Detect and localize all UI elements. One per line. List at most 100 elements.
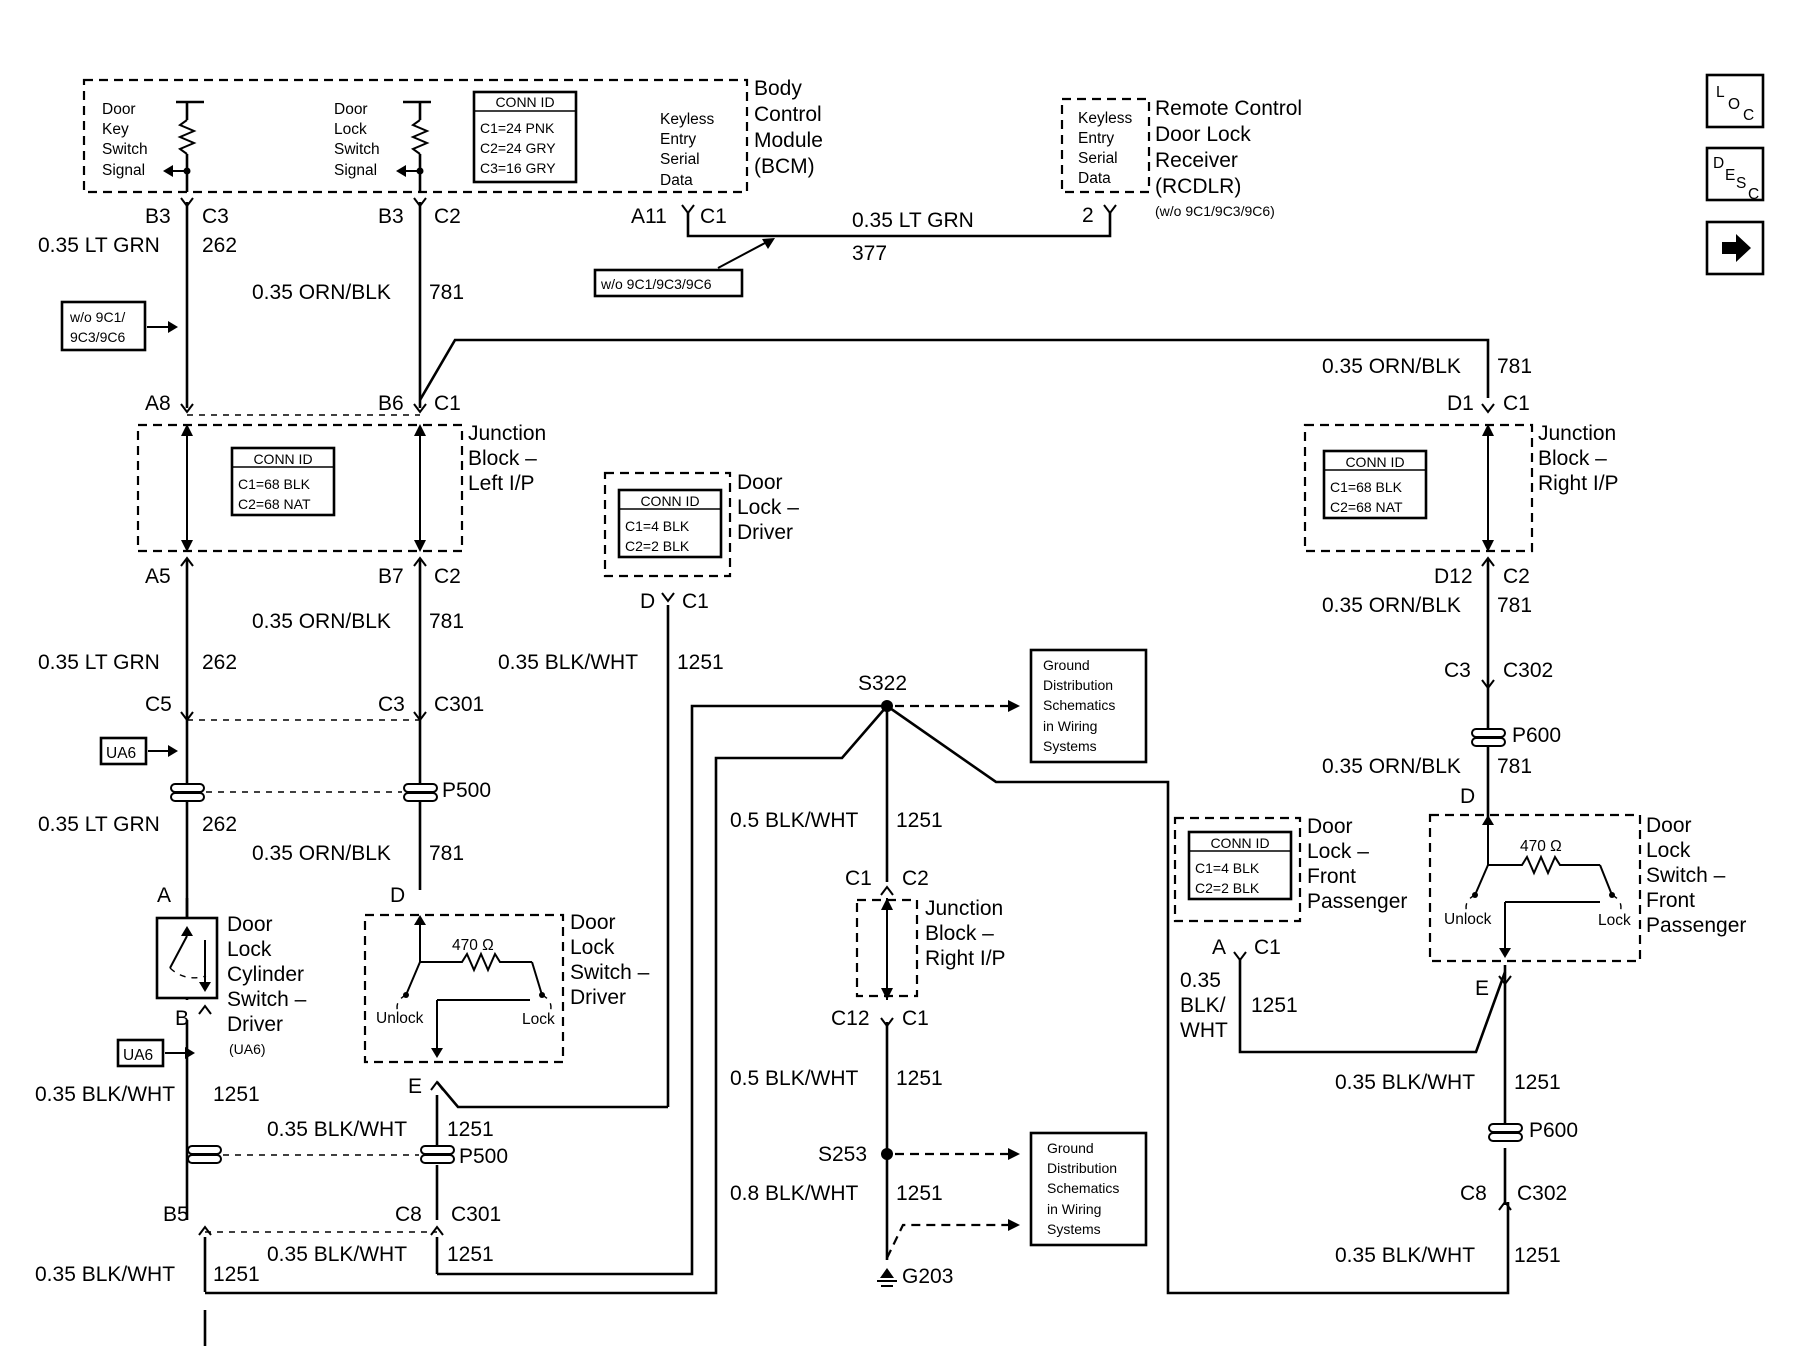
ua6-text-upper: UA6 [106, 745, 136, 762]
bcm-title-2: Control [754, 103, 822, 126]
junction-block-right-ip [1303, 423, 1534, 553]
loc-button[interactable]: LOC [1705, 73, 1765, 129]
cyl-title-3: Cylinder [227, 963, 304, 986]
wire-label: 1251 [213, 1263, 260, 1286]
wire-label: A5 [145, 565, 171, 588]
gnd1-4: in Wiring [1043, 718, 1097, 734]
door-lock-switch-driver [363, 913, 565, 1064]
dlfp-title-1: Door [1307, 815, 1353, 838]
wo-9c1-inline-text: w/o 9C1/9C3/9C6 [600, 276, 712, 292]
jbr-title-3: Right I/P [1538, 472, 1619, 495]
wire-label: 781 [429, 842, 464, 865]
wire-label: C1 [845, 867, 872, 890]
wire-label: 1251 [677, 651, 724, 674]
door-lock-front-passenger [1173, 816, 1302, 923]
wire-label: 0.35 [1180, 969, 1221, 992]
next-arrow-button[interactable] [1705, 220, 1765, 276]
wire-label: 1251 [447, 1118, 494, 1141]
wire-label: 0.35 BLK/WHT [267, 1243, 407, 1266]
svg-text:D: D [1713, 155, 1724, 172]
ua6-text-lower: UA6 [123, 1047, 153, 1064]
swp-unlock: Unlock [1444, 911, 1492, 928]
swp-ohm: 470 Ω [1520, 838, 1562, 855]
svg-text:E: E [1725, 167, 1735, 184]
s253-label: S253 [818, 1143, 867, 1166]
rcdlr-keyless-4: Data [1078, 170, 1111, 187]
door-lock-switch-label-2: Lock [334, 121, 367, 138]
p600-lower [1488, 1123, 1523, 1142]
rcdlr-title-1: Remote Control [1155, 97, 1302, 120]
ua6-box-lower [116, 1038, 195, 1068]
swp-title-5: Passenger [1646, 914, 1746, 937]
dlfp-conn-title: CONN ID [1210, 835, 1269, 851]
wire-label: B3 [378, 205, 404, 228]
wire-label: C1 [434, 392, 461, 415]
gnd2-3: Schematics [1047, 1180, 1119, 1196]
wire-label: 262 [202, 813, 237, 836]
rcdlr-keyless-2: Entry [1078, 130, 1114, 147]
wire-label: C3 [1444, 659, 1471, 682]
door-lock-switch-resistor [396, 100, 431, 192]
wire-label: 781 [429, 281, 464, 304]
door-lock-switch-label-3: Switch [334, 141, 380, 158]
bcm-module [82, 78, 749, 194]
wire-label: 781 [429, 610, 464, 633]
wire-label: 0.35 BLK/WHT [1335, 1244, 1475, 1267]
cyl-note: (UA6) [229, 1041, 266, 1057]
svg-text:O: O [1728, 96, 1740, 113]
wire-label: C5 [145, 693, 172, 716]
wire-label: 0.35 ORN/BLK [252, 842, 391, 865]
wire-label: 1251 [1251, 994, 1298, 1017]
wire-label: 781 [1497, 355, 1532, 378]
dlfp-title-3: Front [1307, 865, 1356, 888]
rcdlr-note: (w/o 9C1/9C3/9C6) [1155, 203, 1275, 219]
wire-label: B7 [378, 565, 404, 588]
wire-label: C302 [1503, 659, 1553, 682]
wire-label: 0.35 BLK/WHT [35, 1263, 175, 1286]
wire-label: C3 [202, 205, 229, 228]
swp-title-2: Lock [1646, 839, 1691, 862]
g203-ground-icon [877, 1268, 897, 1287]
wire-label: C3 [378, 693, 405, 716]
jbl-conn-c2: C2=68 NAT [238, 496, 311, 512]
wire-label: 0.35 ORN/BLK [1322, 355, 1461, 378]
wire-label: D [1460, 785, 1475, 808]
bcm-keyless-4: Data [660, 172, 693, 189]
s322-splice [881, 700, 893, 712]
p600-upper [1471, 728, 1506, 747]
cyl-title-2: Lock [227, 938, 272, 961]
jbr-title-2: Block – [1538, 447, 1607, 470]
dlfp-conn-c2: C2=2 BLK [1195, 880, 1260, 896]
dld-title-1: Door [737, 471, 783, 494]
dld-conn-c1: C1=4 BLK [625, 518, 690, 534]
wo-9c1-inline-box [593, 238, 775, 298]
swp-title-1: Door [1646, 814, 1692, 837]
wire-label: C2 [902, 867, 929, 890]
rcdlr-title-4: (RCDLR) [1155, 175, 1241, 198]
wire-label: 0.35 BLK/WHT [498, 651, 638, 674]
wire-label: C301 [434, 693, 484, 716]
wire-label: C1 [700, 205, 727, 228]
g203-label: G203 [902, 1265, 953, 1288]
wire-label: 0.5 BLK/WHT [730, 1067, 859, 1090]
svg-text:L: L [1716, 84, 1725, 101]
door-key-switch-label-2: Key [102, 121, 129, 138]
p600-upper-label: P600 [1512, 724, 1561, 747]
jbl-title-2: Block – [468, 447, 537, 470]
wire-label: D [640, 590, 655, 613]
rcdlr-pin: 2 [1082, 204, 1094, 227]
door-key-switch-label-3: Switch [102, 141, 148, 158]
bcm-title-4: (BCM) [754, 155, 815, 178]
jbl-title-3: Left I/P [468, 472, 535, 495]
wire-label: C1 [1503, 392, 1530, 415]
wire-label: 0.35 LT GRN [38, 651, 160, 674]
swp-title-3: Switch – [1646, 864, 1726, 887]
wire-label: E [1475, 977, 1489, 1000]
arrow-right-icon [1722, 234, 1751, 262]
wire-label: A [157, 884, 171, 907]
dlfp-title-2: Lock – [1307, 840, 1369, 863]
dlfp-title-4: Passenger [1307, 890, 1407, 913]
wire-label: C1 [902, 1007, 929, 1030]
cyl-title-1: Door [227, 913, 273, 936]
